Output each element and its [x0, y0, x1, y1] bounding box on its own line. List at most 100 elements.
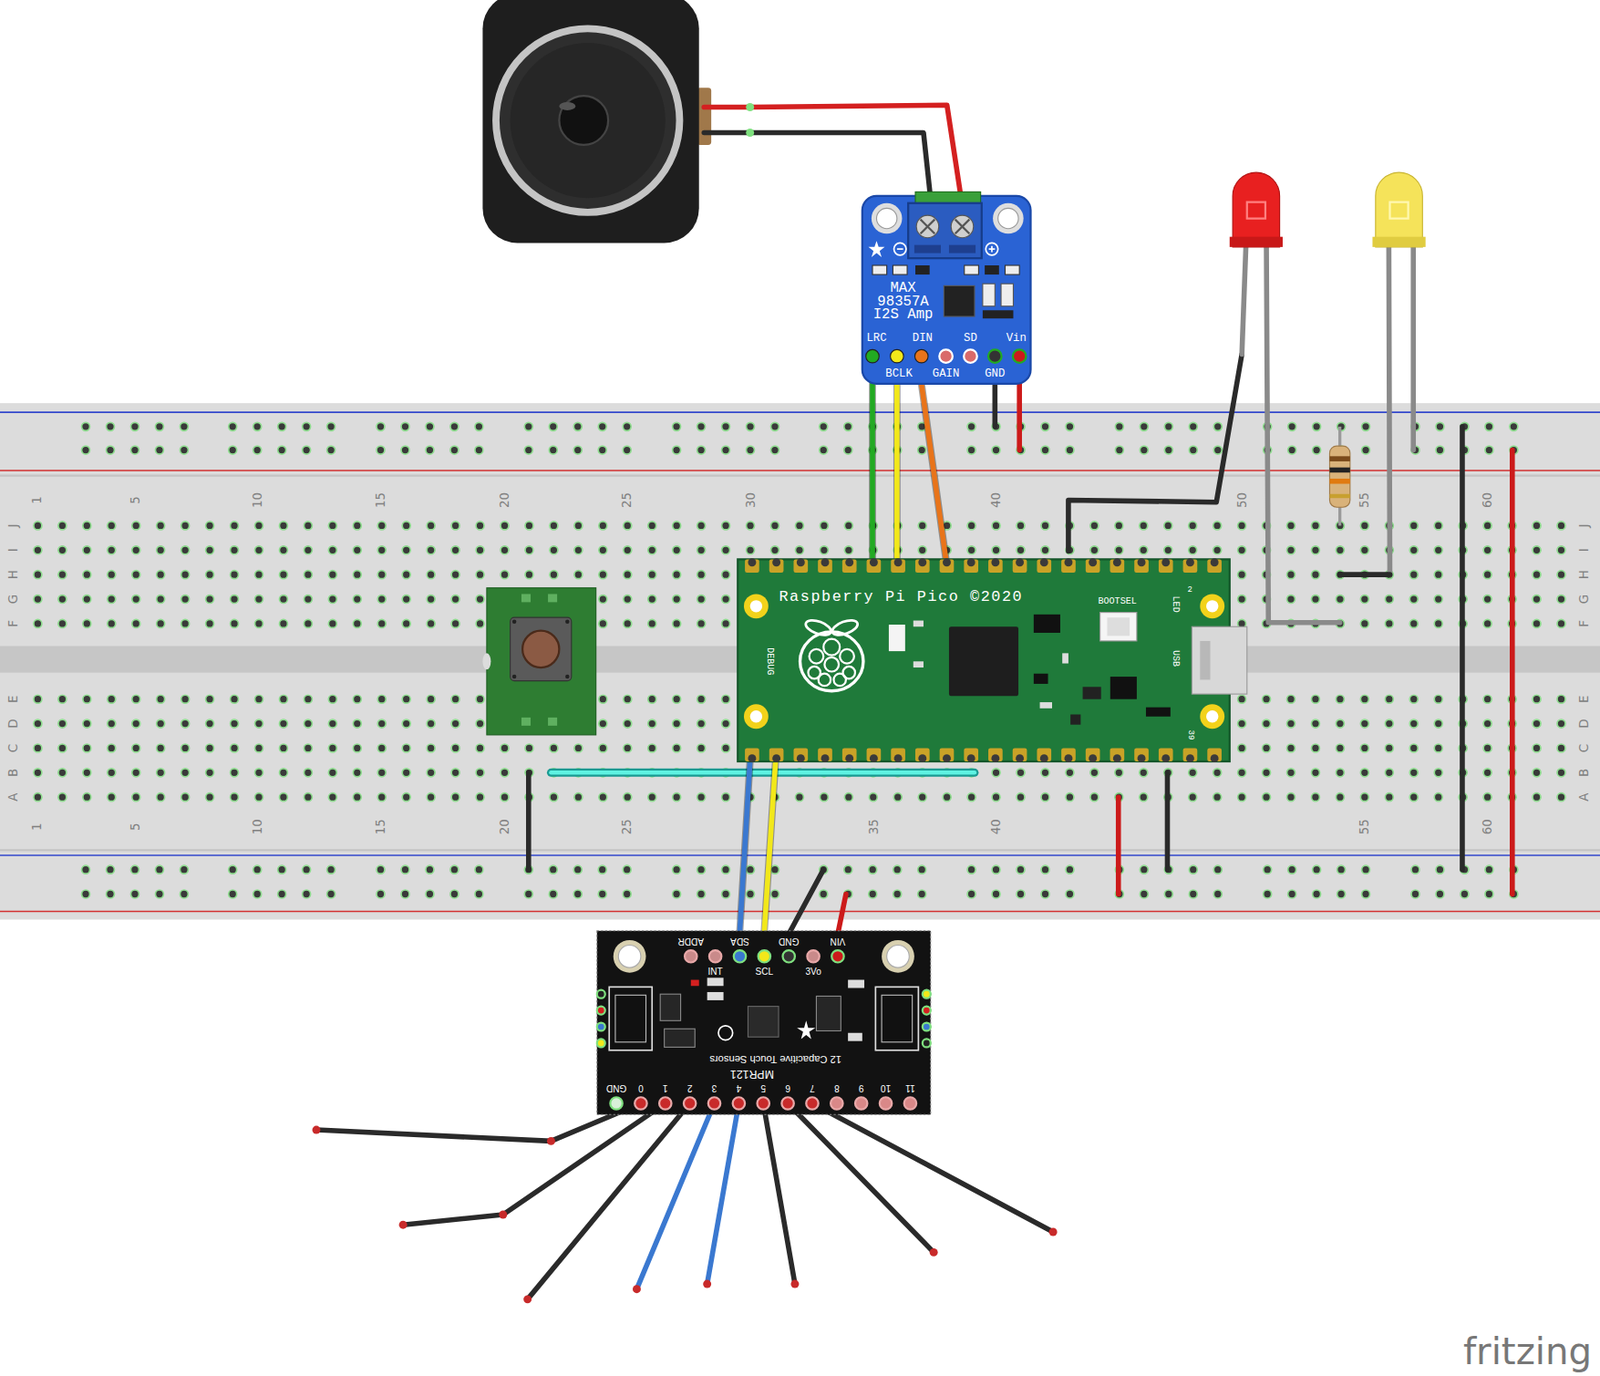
pico-pin-hole [1137, 753, 1146, 763]
breadboard-hole [1310, 743, 1320, 753]
breadboard-hole [1238, 694, 1247, 703]
electrode-pad [781, 1096, 794, 1109]
electrode-pad [757, 1096, 770, 1109]
wire-black [703, 133, 930, 200]
stemma-pin [922, 990, 931, 999]
rail-hole [1460, 889, 1469, 899]
breadboard-hole [402, 743, 411, 753]
breadboard-hole [1335, 694, 1344, 703]
breadboard-hole [1483, 546, 1492, 555]
breadboard-hole [426, 694, 435, 703]
stemma-pin [597, 1022, 606, 1032]
breadboard-hole [722, 521, 731, 530]
breadboard-hole [1114, 768, 1124, 777]
wire-bend [547, 1136, 556, 1146]
button-corner [512, 674, 517, 679]
breadboard-hole [1409, 546, 1418, 555]
breadboard-hole [1434, 743, 1443, 753]
rail-hole [524, 422, 533, 431]
breadboard-hole [1434, 619, 1443, 628]
breadboard-hole [255, 570, 264, 579]
rail-hole [130, 445, 139, 455]
rail-hole [179, 889, 188, 899]
breadboard-hole [722, 694, 731, 703]
electrode-pad [659, 1096, 671, 1109]
rail-hole [1065, 889, 1074, 899]
wire-red [1016, 377, 1022, 450]
mount-hole [998, 207, 1019, 228]
pico-pin-hole [1015, 753, 1024, 763]
breadboard-hole [1557, 793, 1566, 802]
rail-hole [1041, 889, 1050, 899]
breadboard-hole [1310, 570, 1320, 579]
breadboard-hole [255, 793, 264, 802]
column-number: 20 [498, 492, 513, 508]
breadboard-hole [451, 595, 460, 604]
rail-hole [573, 422, 582, 431]
pico-pin-hole [1137, 557, 1146, 567]
pushbutton-symbol [482, 588, 596, 735]
rail-hole [401, 445, 410, 455]
breadboard-hole [598, 619, 608, 628]
breadboard-hole [1557, 694, 1566, 703]
breadboard-hole [525, 546, 534, 555]
pin-label: BOOTSEL [1097, 597, 1136, 608]
row-letter: H [7, 569, 21, 579]
rail-hole [82, 865, 91, 874]
breadboard-hole [451, 570, 460, 579]
board-title: Raspberry Pi Pico ©2020 [778, 589, 1023, 607]
breadboard-hole [451, 793, 460, 802]
breadboard-hole [794, 546, 804, 555]
pin-label: INT [708, 967, 723, 978]
electrode-pad [879, 1096, 892, 1109]
rail-hole [1139, 422, 1148, 431]
breadboard-hole [107, 768, 116, 777]
breadboard-hole [1409, 619, 1418, 628]
stemma-pin [922, 1038, 931, 1047]
rail-hole [425, 445, 434, 455]
wire-end [399, 1220, 408, 1229]
row-letter: E [1578, 694, 1592, 702]
rail-hole [697, 422, 706, 431]
speaker-cone [510, 42, 666, 198]
rail-hole [524, 889, 533, 899]
wire-end [702, 1280, 712, 1289]
pin-label: LED [1169, 596, 1180, 613]
column-number: 60 [1481, 818, 1496, 835]
rail-hole [327, 422, 336, 431]
rail-hole [918, 889, 927, 899]
row-letter: C [1578, 743, 1592, 753]
breadboard-hole [426, 793, 435, 802]
rail-hole [474, 865, 484, 874]
plus-symbol [985, 242, 998, 255]
breadboard-hole [1434, 595, 1443, 604]
breadboard-hole [402, 521, 411, 530]
breadboard-hole [1483, 743, 1492, 753]
breadboard-hole [426, 521, 435, 530]
breadboard-hole [1262, 743, 1271, 753]
breadboard-hole [1238, 521, 1247, 530]
pin-label: 0 [638, 1082, 644, 1093]
breadboard-hole [107, 793, 116, 802]
component [691, 980, 700, 987]
rail-hole [82, 422, 91, 431]
rail-hole [154, 889, 164, 899]
breadboard-hole [475, 595, 485, 604]
breadboard-hole [1310, 595, 1320, 604]
pin-label: 2 [687, 1082, 693, 1093]
button-pad [547, 717, 558, 726]
column-number: 55 [1358, 818, 1373, 835]
breadboard-hole [722, 595, 731, 604]
breadboard-hole [181, 694, 190, 703]
breadboard-hole [255, 743, 264, 753]
rail-hole [1312, 865, 1322, 874]
signal-wire [894, 383, 900, 560]
row-letter: J [7, 523, 21, 527]
component [1001, 283, 1013, 307]
wire-black [316, 1103, 641, 1141]
rail-hole [1362, 889, 1371, 899]
signal-wire [739, 761, 750, 931]
breadboard-hole [844, 793, 853, 802]
pico-pin-hole [1161, 753, 1170, 763]
breadboard-hole [1287, 546, 1296, 555]
